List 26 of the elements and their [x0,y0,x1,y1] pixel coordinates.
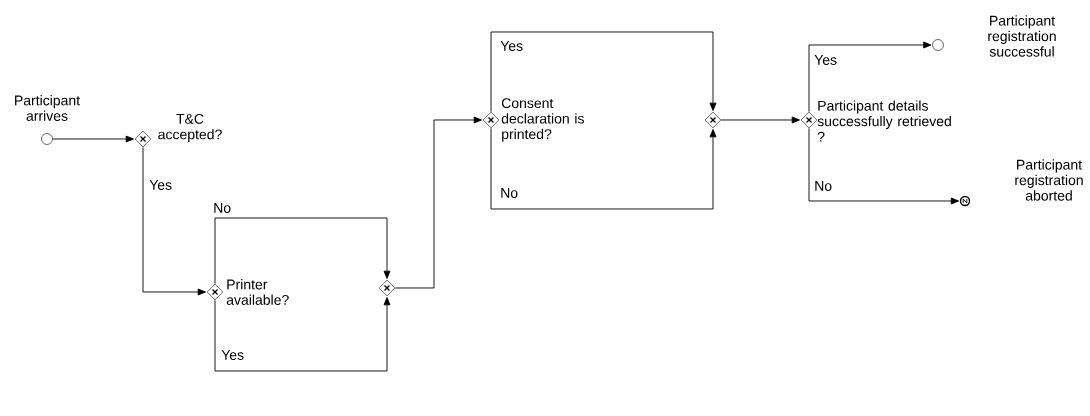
node-label: Participant registration aborted [1015,159,1083,201]
edge-label: Yes [148,179,174,191]
gateway-diamond [378,279,396,297]
arrow [214,217,391,285]
node-label: Printer available? [226,279,289,305]
gateway-diamond [704,111,722,129]
arrow [490,31,717,113]
node-label: Participant arrives [15,95,80,121]
arrow [142,146,206,296]
arrow [808,127,959,205]
node-label: Participant details successfully retrieved ? [817,100,951,142]
node-label: T&C accepted? [158,113,222,143]
edge-label: No [499,187,520,199]
edge-label: Yes [499,40,525,52]
edge-label: Yes [813,54,839,66]
arrow [490,127,717,210]
arrow [720,116,800,124]
node-label: Participant registration successful [988,15,1056,57]
arrow [394,116,482,289]
edge-label: No [813,180,834,192]
arrow [808,41,932,113]
edge-label: Yes [220,349,246,361]
edge-label: No [212,202,233,214]
arrow [52,135,134,143]
arrow [214,297,391,372]
node-label: Consent declaration is printed? [501,98,584,142]
